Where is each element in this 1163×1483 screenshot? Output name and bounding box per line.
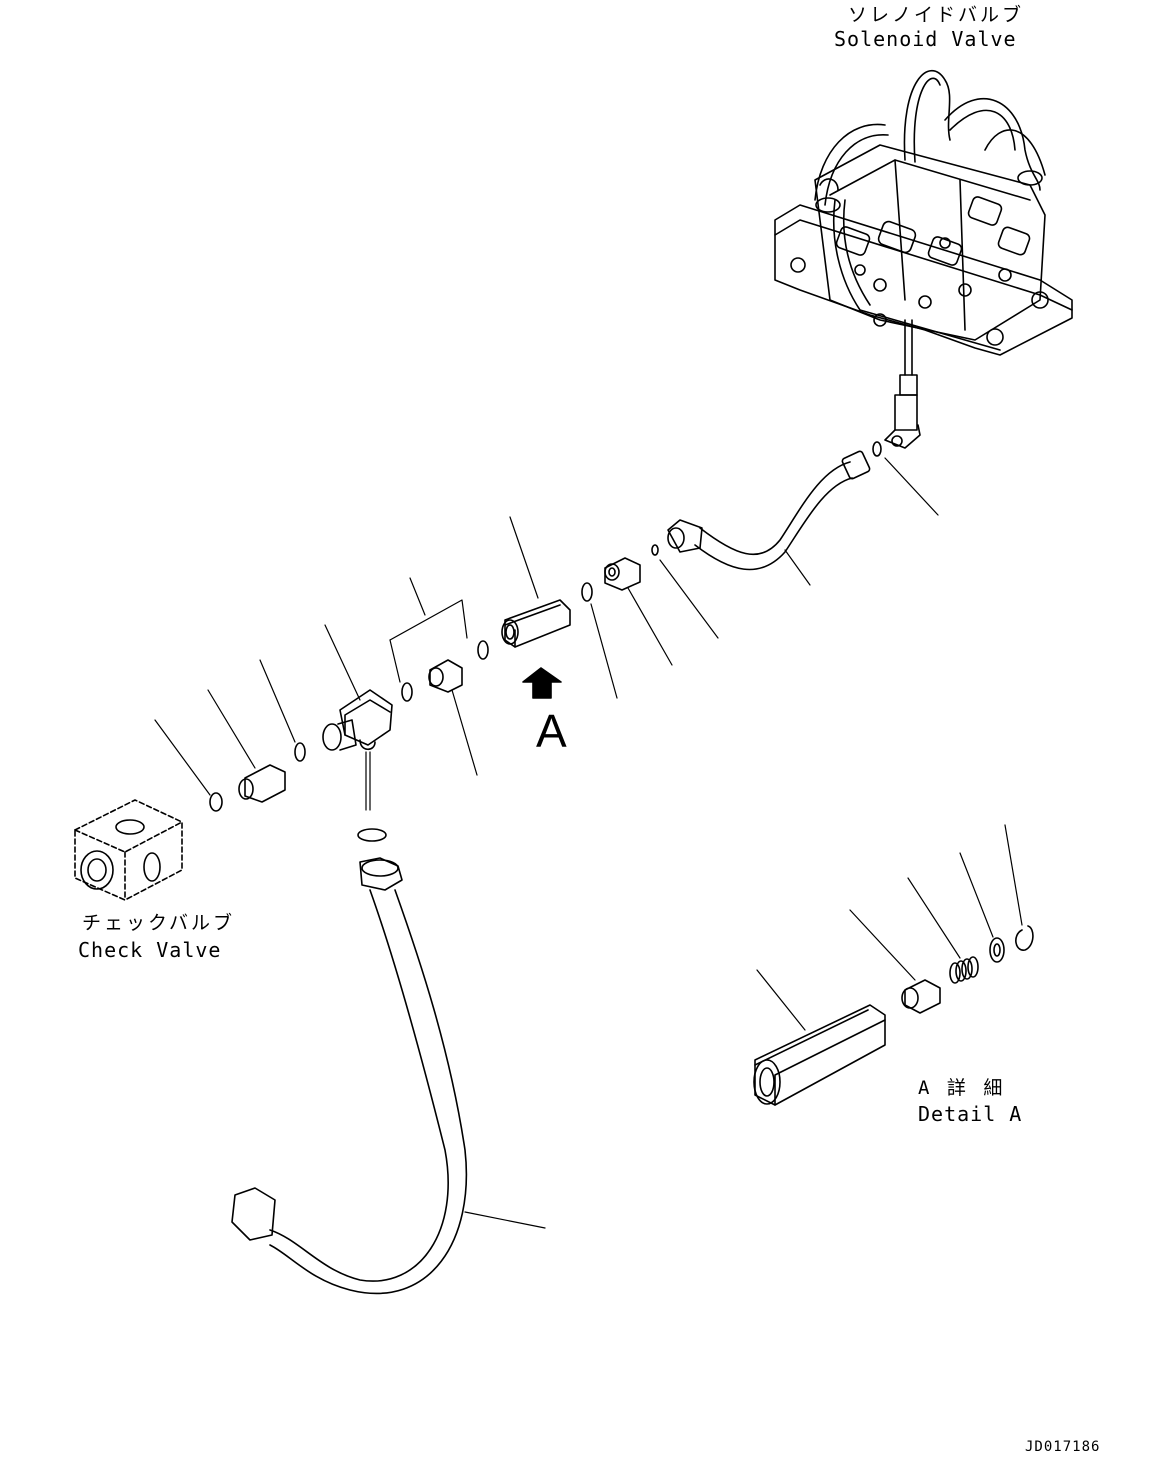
- o-ring-left-1: [260, 660, 305, 761]
- o-ring-under-elbow: [358, 829, 386, 841]
- solenoid-valve-label-en: Solenoid Valve: [834, 27, 1017, 51]
- drawing-code: JD017186: [1025, 1439, 1101, 1455]
- upper-hose: [668, 450, 871, 585]
- o-ring-small: [652, 545, 718, 638]
- detail-a-snap-ring: [1005, 825, 1033, 950]
- view-marker-a: A: [536, 705, 567, 757]
- check-valve-label-jp: チェックバルブ: [82, 912, 236, 934]
- adapter-fitting-mid: [429, 660, 477, 775]
- detail-a-label-en: Detail A: [918, 1102, 1023, 1126]
- detail-a-spring: [908, 878, 978, 983]
- o-ring-mid-right: [582, 583, 617, 698]
- o-ring-top: [873, 442, 938, 515]
- solenoid-valve-assembly: [775, 71, 1072, 448]
- o-ring-left-2: [155, 720, 222, 811]
- o-ring-pair-bracket: [390, 578, 488, 701]
- elbow-connector: [323, 625, 392, 810]
- adapter-fitting-right: [605, 558, 672, 665]
- check-valve-label-en: Check Valve: [78, 938, 222, 962]
- union-fitting: [208, 690, 285, 802]
- check-valve-block: [75, 800, 182, 900]
- detail-a-washer: [960, 853, 1004, 962]
- view-arrow-a: [523, 668, 561, 698]
- solenoid-valve-label-jp: ソレノイドバルブ: [848, 4, 1025, 26]
- detail-a-label-jp: A 詳 細: [918, 1077, 1006, 1099]
- hex-check-valve-body: [502, 517, 570, 647]
- detail-a-hex-body: [754, 970, 885, 1105]
- lower-hose: [232, 858, 545, 1293]
- detail-a-poppet: [850, 910, 940, 1013]
